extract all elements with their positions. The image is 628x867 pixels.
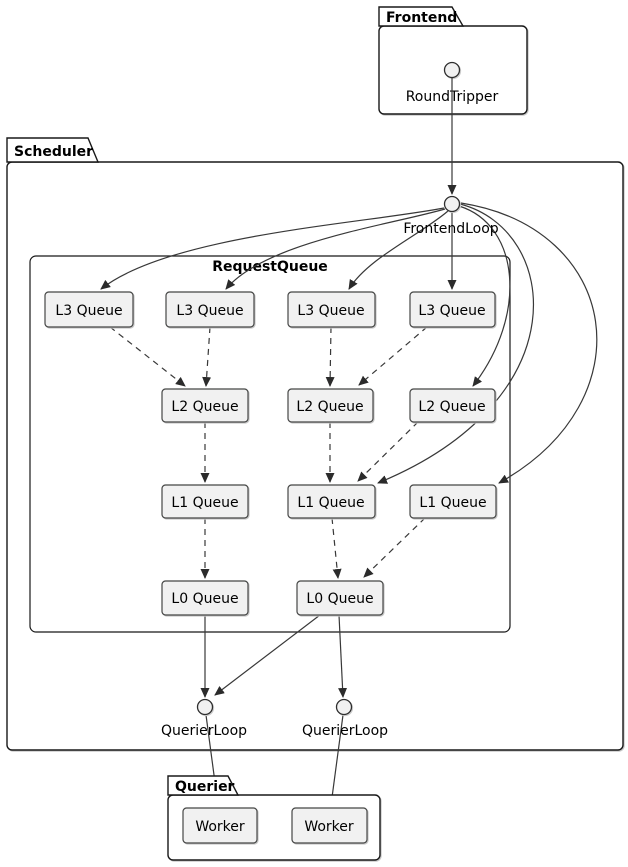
querierloop-right-interface-circle — [335, 698, 353, 716]
frontendloop-label: FrontendLoop — [403, 221, 498, 237]
querier-package-label: Querier — [175, 779, 235, 795]
l2-queue-1-rect — [161, 388, 249, 423]
l3-queue-4-label: L3 Queue — [418, 303, 485, 319]
l1-queue-row: L1 Queue L1 Queue L1 Queue — [161, 484, 497, 519]
l1-queue-1-label: L1 Queue — [171, 495, 238, 511]
worker-2-node: Worker — [291, 807, 368, 844]
edge-l0queue-2-querierloop-left — [214, 614, 321, 696]
l2-queue-3-node: L2 Queue — [409, 388, 496, 423]
l2-queue-3-rect — [409, 388, 496, 423]
solid-edges — [100, 78, 598, 806]
edge-l3queue-4-l2queue-2 — [358, 326, 428, 386]
edge-frontendloop-l3queue-1 — [100, 207, 445, 290]
querier-package-tab — [167, 775, 240, 796]
worker-2-rect — [291, 807, 368, 844]
l2-queue-3-label: L2 Queue — [418, 399, 485, 415]
l3-queue-3-rect — [287, 291, 376, 328]
querierloop-left-interface-circle — [196, 698, 214, 716]
requestqueue-frame-rect — [29, 255, 511, 633]
worker-1-node: Worker — [182, 807, 258, 844]
frontendloop-interface-circle — [443, 195, 461, 213]
edge-frontendloop-l3queue-2 — [225, 208, 446, 290]
edge-l0queue-2-querierloop-right — [338, 614, 348, 698]
l0-queue-2-label: L0 Queue — [306, 591, 373, 607]
l3-queue-4-node: L3 Queue — [409, 291, 496, 328]
querierloop-right-interface: QuerierLoop — [302, 698, 388, 739]
l2-queue-2-label: L2 Queue — [296, 399, 363, 415]
edge-l3queue-2-l2queue-1 — [202, 326, 212, 387]
querier-package: Querier Worker Worker — [167, 775, 381, 861]
l1-queue-2-node: L1 Queue — [287, 484, 376, 519]
l0-queue-1-label: L0 Queue — [171, 591, 238, 607]
scheduler-package-label: Scheduler — [14, 144, 93, 160]
dashed-edges — [109, 326, 428, 579]
worker-1-label: Worker — [195, 819, 245, 835]
frontend-package-tab — [378, 6, 465, 27]
worker-1-rect — [182, 807, 258, 844]
frontend-package: Frontend RoundTripper — [378, 6, 528, 115]
l3-queue-1-rect — [44, 291, 134, 328]
l1-queue-3-label: L1 Queue — [419, 495, 486, 511]
worker-2-label: Worker — [304, 819, 354, 835]
l2-queue-2-node: L2 Queue — [287, 388, 374, 423]
l3-queue-1-node: L3 Queue — [44, 291, 134, 328]
edge-frontendloop-l2queue-3 — [458, 205, 511, 387]
l2-queue-2-rect — [287, 388, 374, 423]
requestqueue-title: RequestQueue — [212, 259, 328, 275]
l3-queue-1-label: L3 Queue — [55, 303, 122, 319]
l2-queue-1-node: L2 Queue — [161, 388, 249, 423]
scheduler-package-tab — [6, 137, 100, 163]
roundtripper-interface-circle — [443, 61, 461, 79]
edge-frontendloop-l1queue-3 — [460, 202, 598, 484]
requestqueue-frame: RequestQueue — [29, 255, 511, 633]
edge-frontendloop-l3queue-3 — [348, 210, 449, 290]
edge-frontendloop-l1queue-2 — [377, 203, 534, 484]
l2-queue-row: L2 Queue L2 Queue L2 Queue — [161, 388, 496, 423]
l1-queue-1-rect — [161, 484, 249, 519]
l3-queue-2-rect — [165, 291, 255, 328]
l1-queue-3-node: L1 Queue — [409, 484, 497, 519]
querierloop-left-interface: QuerierLoop — [161, 698, 247, 739]
l1-queue-2-label: L1 Queue — [297, 495, 364, 511]
l3-queue-2-label: L3 Queue — [176, 303, 243, 319]
frontendloop-interface: FrontendLoop — [403, 195, 499, 237]
l0-queue-2-rect — [296, 580, 384, 616]
l0-queue-2-node: L0 Queue — [296, 580, 384, 616]
l3-queue-row: L3 Queue L3 Queue L3 Queue L3 Queue — [44, 291, 496, 328]
l3-queue-4-rect — [409, 291, 496, 328]
l0-queue-row: L0 Queue L0 Queue — [161, 580, 384, 616]
edge-l3queue-3-l2queue-2 — [325, 326, 335, 387]
l1-queue-3-rect — [409, 484, 497, 519]
querierloop-right-label: QuerierLoop — [302, 723, 388, 739]
edge-l3queue-1-l2queue-1 — [109, 326, 186, 387]
l0-queue-1-node: L0 Queue — [161, 580, 249, 616]
l1-queue-1-node: L1 Queue — [161, 484, 249, 519]
querierloop-left-label: QuerierLoop — [161, 723, 247, 739]
edge-l2queue-3-l1queue-2 — [357, 421, 419, 482]
frontend-package-label: Frontend — [386, 10, 457, 26]
l3-queue-3-label: L3 Queue — [297, 303, 364, 319]
l0-queue-1-rect — [161, 580, 249, 616]
l3-queue-3-node: L3 Queue — [287, 291, 376, 328]
edge-querierloop-right-worker-2 — [327, 714, 344, 806]
l3-queue-2-node: L3 Queue — [165, 291, 255, 328]
l2-queue-1-label: L2 Queue — [171, 399, 238, 415]
l1-queue-2-rect — [287, 484, 376, 519]
edge-l1queue-3-l0queue-2 — [363, 517, 426, 578]
